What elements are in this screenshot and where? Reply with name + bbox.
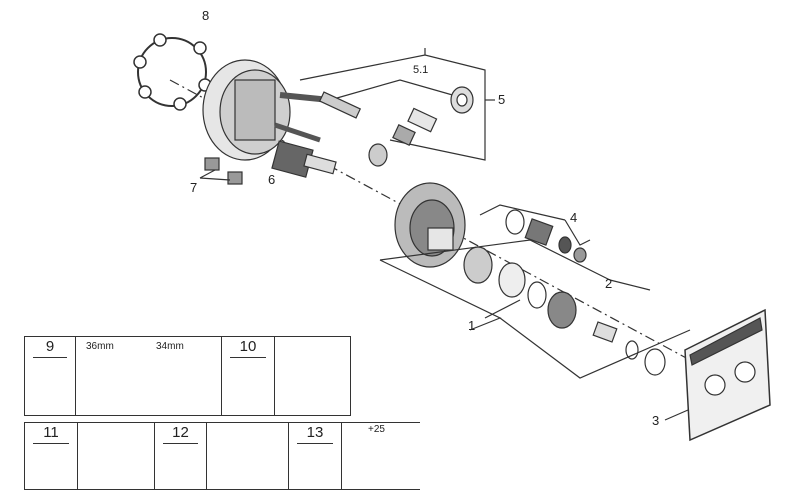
retaining-ring	[137, 37, 207, 107]
callout-4: 4	[570, 210, 578, 225]
spare-parts-panel: 9 36mm 34mm 10	[24, 336, 351, 416]
part-number-9: 9	[45, 338, 55, 355]
callout-1: 1	[468, 318, 476, 333]
valve-body	[202, 59, 331, 161]
cartridge-6	[271, 140, 337, 178]
panel-cell-10: 10	[222, 337, 275, 415]
panel-cell-9: 9	[25, 337, 76, 415]
mounting-plate	[394, 182, 466, 268]
size-36mm: 36mm	[86, 341, 114, 352]
callout-2: 2	[605, 276, 613, 291]
callout-5: 5	[498, 92, 506, 107]
callout-6: 6	[268, 172, 276, 187]
callout-8: 8	[202, 8, 210, 23]
panel-cell-prohibited	[207, 423, 289, 489]
panel-cell-cartridges: 36mm 34mm	[76, 337, 222, 415]
size-34mm: 34mm	[156, 341, 184, 352]
instructions-panel: 11 12 13 +25	[24, 422, 420, 490]
callout-5-1: 5.1	[413, 64, 429, 76]
part-number-12: 12	[172, 424, 189, 441]
cover-plate	[684, 308, 771, 442]
callout-7: 7	[190, 180, 198, 195]
panel-cell-temperature	[78, 423, 155, 489]
panel-cell-11: 11	[25, 423, 78, 489]
part-number-10: 10	[239, 338, 257, 355]
offset-label: +25	[368, 424, 385, 435]
panel-cell-12: 12	[155, 423, 207, 489]
part-number-13: 13	[306, 424, 324, 441]
callout-3: 3	[652, 413, 660, 428]
part-number-11: 11	[43, 424, 59, 441]
panel-cell-13: 13	[289, 423, 342, 489]
